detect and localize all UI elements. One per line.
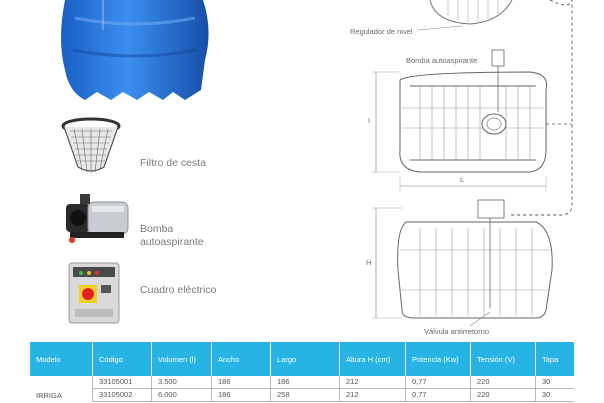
table-cell: 33105002 <box>92 388 152 402</box>
model-cell: IRRIGA <box>30 376 93 401</box>
header-tension: Tensión (V) <box>470 342 536 376</box>
blue-tank-image <box>61 0 209 100</box>
basket-filter-image <box>61 117 121 173</box>
table-cell: 220 <box>470 388 536 402</box>
table-cell: 6.000 <box>151 388 212 402</box>
table-cell: 0,77 <box>405 388 471 402</box>
table-cell: 0,77 <box>405 376 471 389</box>
header-volumen: Volumen (l) <box>151 342 212 376</box>
table-header-row: Modelo Código Volumen (l) Ancho Largo Al… <box>30 342 574 376</box>
header-largo: Largo <box>270 342 340 376</box>
pump-diagram-label: Bomba autoaspirante <box>406 56 478 65</box>
dimension-l-label: L <box>460 175 465 184</box>
header-codigo: Código <box>92 342 152 376</box>
level-regulator-label: Regulador de nivel <box>350 27 413 36</box>
table-row: 33105002 6.000 186 258 212 0,77 220 30 <box>30 388 574 402</box>
pump-image <box>66 194 129 243</box>
table-cell: 258 <box>270 388 340 402</box>
table-cell: 186 <box>211 388 271 402</box>
check-valve-label: Válvula antirretorno <box>424 327 490 336</box>
table-cell: 186 <box>270 376 340 389</box>
dimension-i-label: I <box>368 116 371 125</box>
filter-label: Filtro de cesta <box>140 157 206 169</box>
table-cell: 3.500 <box>151 376 212 389</box>
header-tapa: Tapa <box>535 342 574 376</box>
table-cell: 220 <box>470 376 536 389</box>
table-cell: 212 <box>339 388 406 402</box>
table-cell: 212 <box>339 376 406 389</box>
pump-label: Bomba autoaspirante <box>140 223 204 248</box>
table-cell: 33105001 <box>92 376 152 389</box>
header-modelo: Modelo <box>30 342 93 376</box>
table-cell: 30 <box>535 376 574 389</box>
header-ancho: Ancho <box>211 342 271 376</box>
dimension-h-label: H <box>366 258 372 267</box>
electrical-panel-image <box>68 262 120 324</box>
technical-drawing <box>372 0 573 327</box>
panel-label: Cuadro eléctrico <box>140 284 217 296</box>
table-cell: 30 <box>535 388 574 402</box>
table-cell: 186 <box>211 376 271 389</box>
table-row: IRRIGA 33105001 3.500 186 186 212 0,77 2… <box>30 376 574 401</box>
header-potencia: Potencia (Kw) <box>405 342 471 376</box>
specs-table: Modelo Código Volumen (l) Ancho Largo Al… <box>30 342 574 402</box>
header-altura: Altura H (cm) <box>339 342 406 376</box>
